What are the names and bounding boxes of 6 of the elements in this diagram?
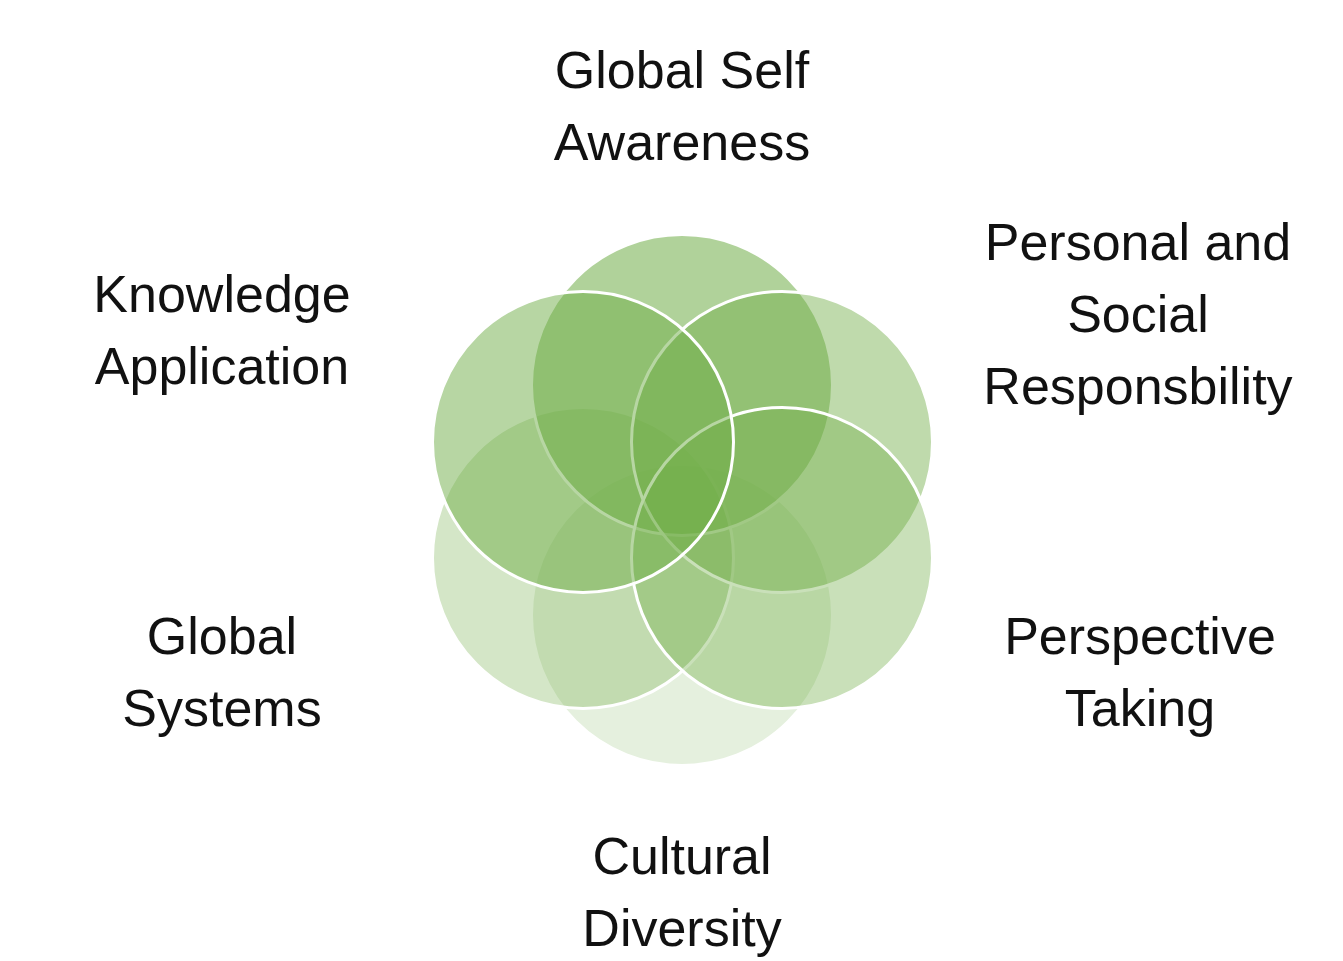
circle-label: Cultural Diversity <box>581 826 783 959</box>
circle-label: Personal and Social Responsbility <box>982 212 1294 417</box>
circle-label: Perspective Taking <box>1003 606 1277 739</box>
circle-label: Knowledge Application <box>92 264 352 397</box>
circle-label: Global Self Awareness <box>552 40 812 173</box>
circle-label: Global Systems <box>121 606 323 739</box>
